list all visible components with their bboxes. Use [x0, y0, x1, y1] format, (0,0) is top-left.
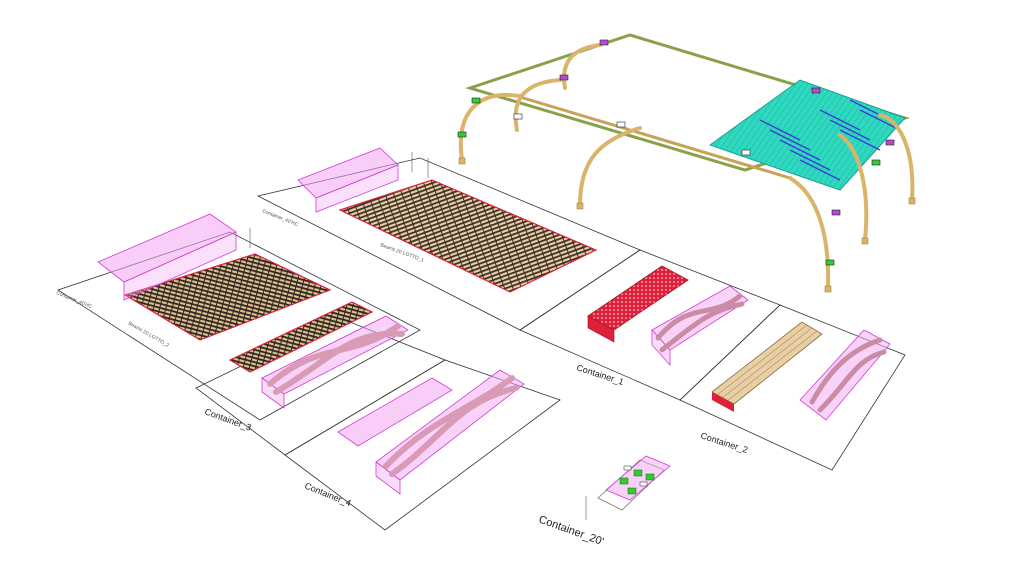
roof-structure	[457, 33, 916, 293]
beams-lotto-1	[297, 147, 598, 293]
label-container-1: Container_1	[575, 362, 625, 387]
plate-container-4	[284, 359, 561, 531]
plate-container-3	[195, 317, 446, 456]
plate-container-2	[679, 304, 906, 471]
label-container-40hc-a: Container_40'HC	[261, 208, 299, 228]
arch-6	[838, 133, 869, 242]
beams-lotto-2	[97, 213, 332, 341]
container-2-cargo	[711, 321, 891, 421]
arch-2	[513, 78, 562, 132]
label-beams-lotto-2: Beams 20 LOTTO_2	[127, 321, 170, 349]
container-20-cargo	[585, 455, 671, 520]
label-container-20: Container_20'	[537, 514, 605, 549]
arch-4	[562, 43, 602, 90]
arch-3	[578, 126, 642, 207]
container-1-cargo	[587, 265, 749, 367]
container-3-cargo	[228, 301, 409, 409]
label-container-4: Container_4	[303, 481, 352, 509]
arch-7	[878, 113, 915, 202]
arch-1	[458, 93, 522, 162]
arch-5	[788, 176, 831, 290]
label-container-2: Container_2	[699, 430, 749, 455]
container-4-cargo	[337, 369, 525, 495]
label-container-40hc-b: Container_40'HC	[55, 290, 93, 310]
